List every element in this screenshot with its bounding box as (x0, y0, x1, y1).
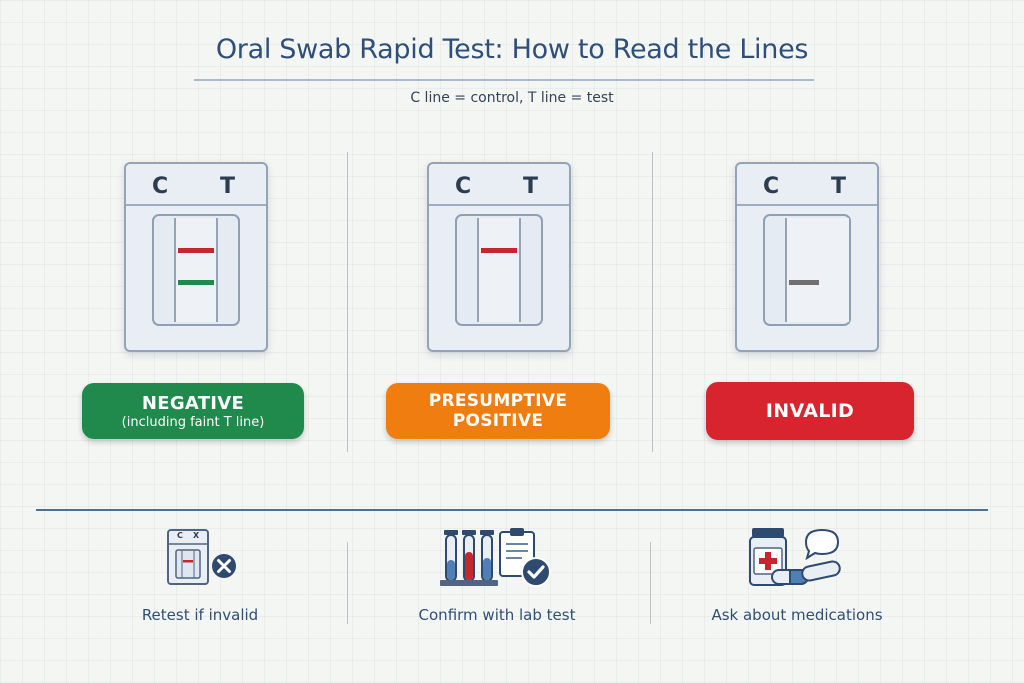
test-strip (174, 218, 218, 322)
presumptive-label-line2: POSITIVE (452, 411, 544, 431)
bottom-divider-2 (650, 542, 651, 624)
invalid-label: INVALID (765, 400, 855, 422)
column-divider-1 (347, 152, 348, 452)
presumptive-label-line1: PRESUMPTIVE (428, 391, 568, 411)
retest-label: Retest if invalid (141, 606, 259, 624)
lab-test-tubes-clipboard-icon (440, 524, 554, 590)
test-cassette-invalid: C T (735, 162, 879, 352)
negative-label: NEGATIVE (141, 392, 245, 414)
control-line (178, 248, 214, 253)
page-subtitle: C line = control, T line = test (410, 90, 614, 106)
medication-bottle-pills-speech-icon (746, 526, 846, 590)
test-line (178, 280, 214, 285)
result-window (152, 214, 240, 326)
medications-label: Ask about medications (711, 606, 883, 624)
bottom-divider-1 (347, 542, 348, 624)
cassette-divider (126, 204, 266, 206)
cassette-t-label: T (831, 174, 847, 199)
negative-badge: NEGATIVE (including faint T line) (82, 383, 304, 439)
test-line-gray (789, 280, 819, 285)
result-window (455, 214, 543, 326)
retest-cassette-x-icon: C X (164, 528, 246, 588)
invalid-badge: INVALID (706, 382, 914, 440)
column-divider-2 (652, 152, 653, 452)
test-strip (785, 218, 849, 322)
confirm-lab-label: Confirm with lab test (418, 606, 576, 624)
mini-t-label: X (193, 531, 200, 540)
cassette-t-label: T (523, 174, 539, 199)
result-window (763, 214, 851, 326)
cassette-c-label: C (455, 174, 472, 199)
test-cassette-negative: C T (124, 162, 268, 352)
presumptive-positive-badge: PRESUMPTIVE POSITIVE (386, 383, 610, 439)
cassette-t-label: T (220, 174, 236, 199)
negative-sublabel: (including faint T line) (121, 414, 265, 430)
cassette-divider (737, 204, 877, 206)
control-line (481, 248, 517, 253)
mini-c-label: C (177, 531, 183, 540)
test-strip (477, 218, 521, 322)
cassette-c-label: C (152, 174, 169, 199)
test-cassette-positive: C T (427, 162, 571, 352)
cassette-c-label: C (763, 174, 780, 199)
page-title: Oral Swab Rapid Test: How to Read the Li… (215, 34, 809, 65)
cassette-divider (429, 204, 569, 206)
section-divider (36, 509, 988, 511)
title-underline (194, 79, 814, 81)
